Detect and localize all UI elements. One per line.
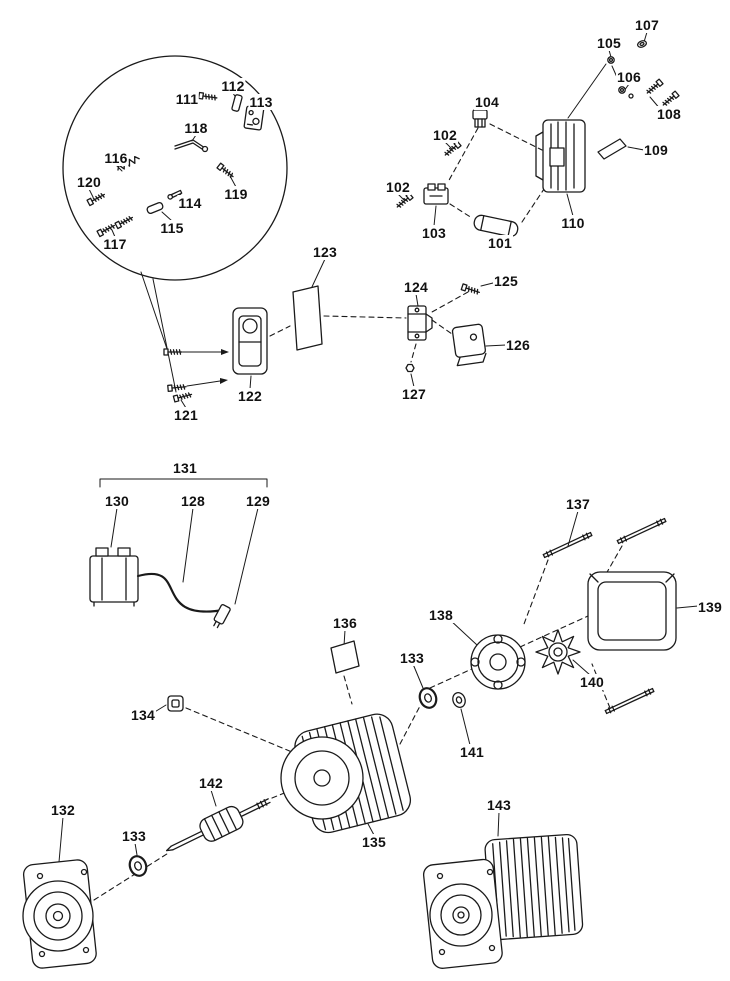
part-label-116: 116 <box>103 150 129 166</box>
part-128-art <box>136 572 226 613</box>
part-label-127: 127 <box>401 386 427 402</box>
part-133b-art <box>128 855 148 877</box>
part-label-112: 112 <box>220 78 246 94</box>
part-108-art <box>644 78 680 108</box>
part-label-133b: 133 <box>121 828 147 844</box>
part-label-128: 128 <box>180 493 206 509</box>
part-label-140: 140 <box>579 674 605 690</box>
part-label-136: 136 <box>332 615 358 631</box>
detail-circle <box>62 55 288 393</box>
part-label-119: 119 <box>223 186 249 202</box>
part-label-132: 132 <box>50 802 76 818</box>
part-113-art <box>243 105 265 131</box>
part-135-art <box>280 713 412 834</box>
part-106-art <box>618 86 634 99</box>
part-label-102a: 102 <box>432 127 458 143</box>
part-142-art <box>165 798 271 852</box>
part-125-art <box>460 283 481 296</box>
part-101-art <box>473 214 519 238</box>
part-label-117: 117 <box>102 236 128 252</box>
part-136-art <box>330 640 360 674</box>
part-label-137: 137 <box>565 496 591 512</box>
part-label-141: 141 <box>459 744 485 760</box>
part-label-129: 129 <box>245 493 271 509</box>
part-label-109: 109 <box>643 142 669 158</box>
part-117-art <box>96 214 135 238</box>
part-label-103: 103 <box>421 225 447 241</box>
part-109-art <box>597 138 627 160</box>
part-label-113: 113 <box>248 94 274 110</box>
part-label-142: 142 <box>198 775 224 791</box>
part-label-114: 114 <box>177 195 203 211</box>
part-label-131: 131 <box>172 460 198 476</box>
part-114-art <box>167 189 183 200</box>
part-102b-art <box>394 192 414 210</box>
part-label-110: 110 <box>560 215 586 231</box>
part-label-107: 107 <box>634 17 660 33</box>
part-110-art <box>535 119 586 193</box>
part-label-111: 111 <box>174 91 200 107</box>
part-label-104: 104 <box>474 94 500 110</box>
part-143-art <box>422 833 584 969</box>
part-138-art <box>470 634 526 690</box>
part-119-art <box>216 162 236 180</box>
part-120-art <box>86 191 107 207</box>
leader-lines <box>58 31 699 863</box>
part-116-art <box>117 155 140 171</box>
part-132-art <box>22 859 97 969</box>
group-131-bracket <box>99 478 268 488</box>
part-122-art <box>232 307 268 375</box>
part-107-art <box>636 40 648 48</box>
part-label-126: 126 <box>505 337 531 353</box>
part-label-120: 120 <box>76 174 102 190</box>
part-label-133a: 133 <box>399 650 425 666</box>
part-121-art <box>172 390 193 403</box>
part-label-115: 115 <box>159 220 185 236</box>
part-126-art <box>451 323 487 367</box>
part-133a-art <box>418 687 438 709</box>
part-124-art <box>407 305 433 341</box>
part-112-art <box>231 94 243 112</box>
part-label-108: 108 <box>656 106 682 122</box>
part-103-art <box>423 183 449 205</box>
part-label-139: 139 <box>697 599 723 615</box>
part-label-143: 143 <box>486 797 512 813</box>
part-127-art <box>405 363 415 373</box>
part-129-art <box>213 604 231 629</box>
part-label-121: 121 <box>173 407 199 423</box>
part-134-art <box>167 695 184 712</box>
part-label-122: 122 <box>237 388 263 404</box>
part-105-art <box>607 56 615 64</box>
part-104-art <box>472 109 488 128</box>
part-123-art <box>292 285 323 351</box>
part-label-106: 106 <box>616 69 642 85</box>
part-label-138: 138 <box>428 607 454 623</box>
part-label-105: 105 <box>596 35 622 51</box>
part-label-135: 135 <box>361 834 387 850</box>
part-label-125: 125 <box>493 273 519 289</box>
part-label-124: 124 <box>403 279 429 295</box>
part-118-art <box>174 139 209 153</box>
part-label-123: 123 <box>312 244 338 260</box>
mount-screws-art <box>163 348 229 392</box>
part-label-130: 130 <box>104 493 130 509</box>
part-111-art <box>197 91 218 102</box>
part-label-118: 118 <box>183 120 209 136</box>
part-130-art <box>89 547 139 607</box>
part-140-art <box>535 629 581 675</box>
part-label-134: 134 <box>130 707 156 723</box>
part-label-102b: 102 <box>385 179 411 195</box>
part-115-art <box>146 202 164 214</box>
part-141-art <box>452 692 466 708</box>
part-139-art <box>587 571 677 651</box>
part-label-101: 101 <box>487 235 513 251</box>
